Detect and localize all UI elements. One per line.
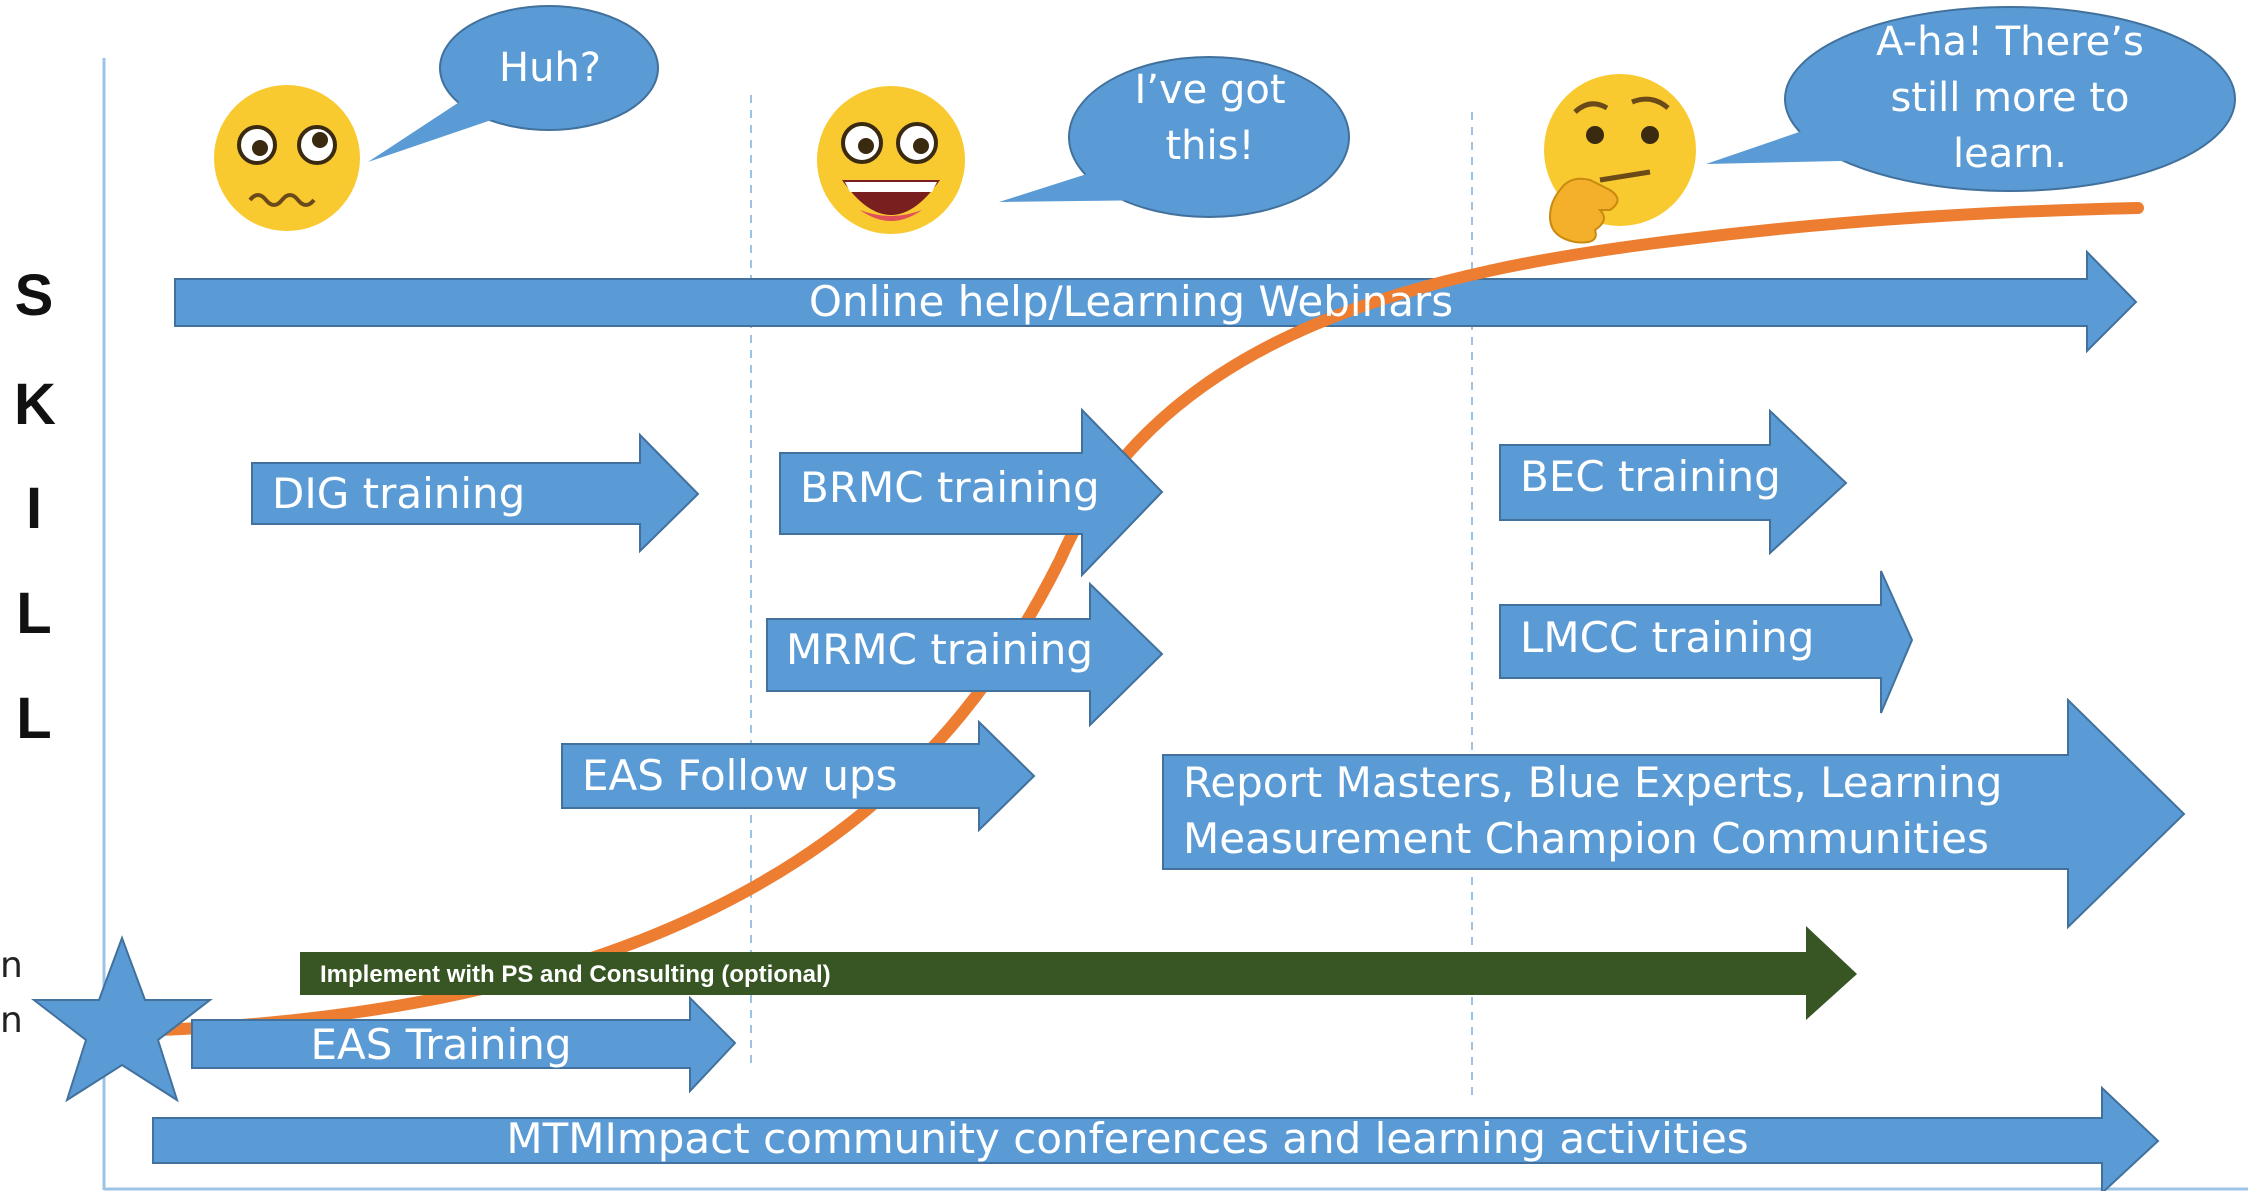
- skill-letter-l2: L: [16, 686, 52, 751]
- online-help-arrow: [174, 249, 2138, 354]
- report-masters-label-2: Measurement Champion Communities: [1183, 814, 1989, 863]
- skill-letter-k: K: [14, 372, 56, 437]
- lmcc-training-label: LMCC training: [1520, 613, 1815, 662]
- bubble-text-got-this-2: this!: [1165, 123, 1255, 169]
- star-icon: [31, 935, 213, 1103]
- bubble-text-got-this-1: I’ve got: [1134, 67, 1286, 113]
- online-help-label: Online help/Learning Webinars: [808, 277, 1454, 326]
- grinning-emoji-icon: [817, 86, 965, 234]
- skill-letter-i: I: [25, 476, 43, 541]
- skill-curve: [154, 202, 2144, 1036]
- edge-fragment-1: n: [0, 945, 23, 986]
- speech-bubble-huh: [368, 5, 659, 162]
- dig-training-arrow: [251, 432, 700, 554]
- bubble-text-aha-1: A-ha! There’s: [1876, 19, 2144, 65]
- bubble-text-huh: Huh?: [498, 45, 601, 91]
- eas-training-arrow: [191, 995, 737, 1094]
- worried-emoji-icon: [214, 85, 360, 231]
- implement-label: Implement with PS and Consulting (option…: [320, 961, 831, 988]
- bec-training-arrow: [1499, 408, 1848, 556]
- bubble-text-aha-3: learn.: [1952, 131, 2068, 177]
- mtm-arrow: [152, 1085, 2160, 1191]
- eas-training-label: EAS Training: [310, 1020, 572, 1069]
- edge-fragment-2: n: [0, 1000, 23, 1041]
- report-masters-arrow: [1162, 697, 2186, 930]
- speech-bubble-got-this: [999, 56, 1350, 218]
- mrmc-training-label: MRMC training: [786, 625, 1094, 674]
- skill-letter-s: S: [14, 263, 54, 328]
- thinking-emoji-icon: [1544, 74, 1696, 244]
- dig-training-label: DIG training: [272, 469, 526, 518]
- bubble-text-aha-2: still more to: [1890, 75, 2130, 121]
- brmc-training-label: BRMC training: [800, 463, 1100, 512]
- implement-arrow: [300, 926, 1857, 1020]
- mrmc-training-arrow: [766, 581, 1164, 728]
- lmcc-training-arrow: [1499, 570, 1914, 714]
- speech-bubble-aha: [1706, 6, 2236, 192]
- report-masters-label-1: Report Masters, Blue Experts, Learning: [1183, 758, 2003, 807]
- eas-follow-ups-arrow: [561, 719, 1036, 833]
- skill-letter-l1: L: [16, 581, 52, 646]
- bec-training-label: BEC training: [1520, 452, 1781, 501]
- brmc-training-arrow: [779, 407, 1164, 578]
- mtm-label: MTMImpact community conferences and lear…: [506, 1114, 1749, 1163]
- eas-follow-ups-label: EAS Follow ups: [582, 751, 898, 800]
